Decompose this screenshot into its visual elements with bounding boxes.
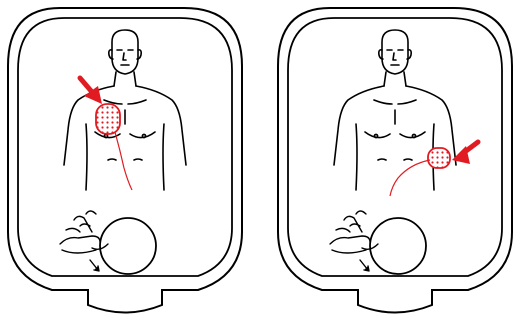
pad-left [8, 8, 242, 313]
pad-right [278, 8, 512, 313]
pad-outline [8, 8, 242, 313]
pad-outline [278, 8, 512, 313]
